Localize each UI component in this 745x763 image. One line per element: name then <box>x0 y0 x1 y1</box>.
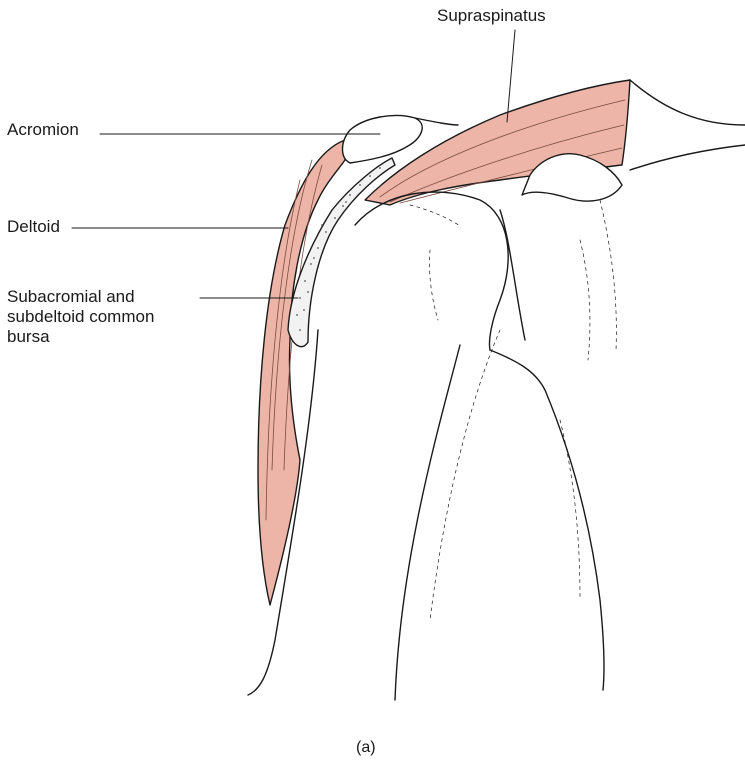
bursa-label-line-1: Subacromial and <box>7 287 154 307</box>
clavicle-outline <box>630 80 745 125</box>
bursa-label-line-2: subdeltoid common <box>7 307 154 327</box>
acromion-bone <box>343 115 423 163</box>
bursa-label: Subacromial and subdeltoid common bursa <box>7 287 154 347</box>
supraspinatus-label: Supraspinatus <box>437 6 546 26</box>
clavicle-lower <box>630 145 745 170</box>
acromion-label: Acromion <box>7 120 79 140</box>
humerus-shaft-right <box>395 345 460 700</box>
bursa-label-line-3: bursa <box>7 327 154 347</box>
scapula-outline <box>490 350 604 690</box>
figure-caption: (a) <box>356 738 376 758</box>
leader-supraspinatus <box>507 30 515 122</box>
humerus-bone <box>355 192 508 350</box>
deltoid-label: Deltoid <box>7 217 60 237</box>
bone-shading <box>410 200 616 620</box>
